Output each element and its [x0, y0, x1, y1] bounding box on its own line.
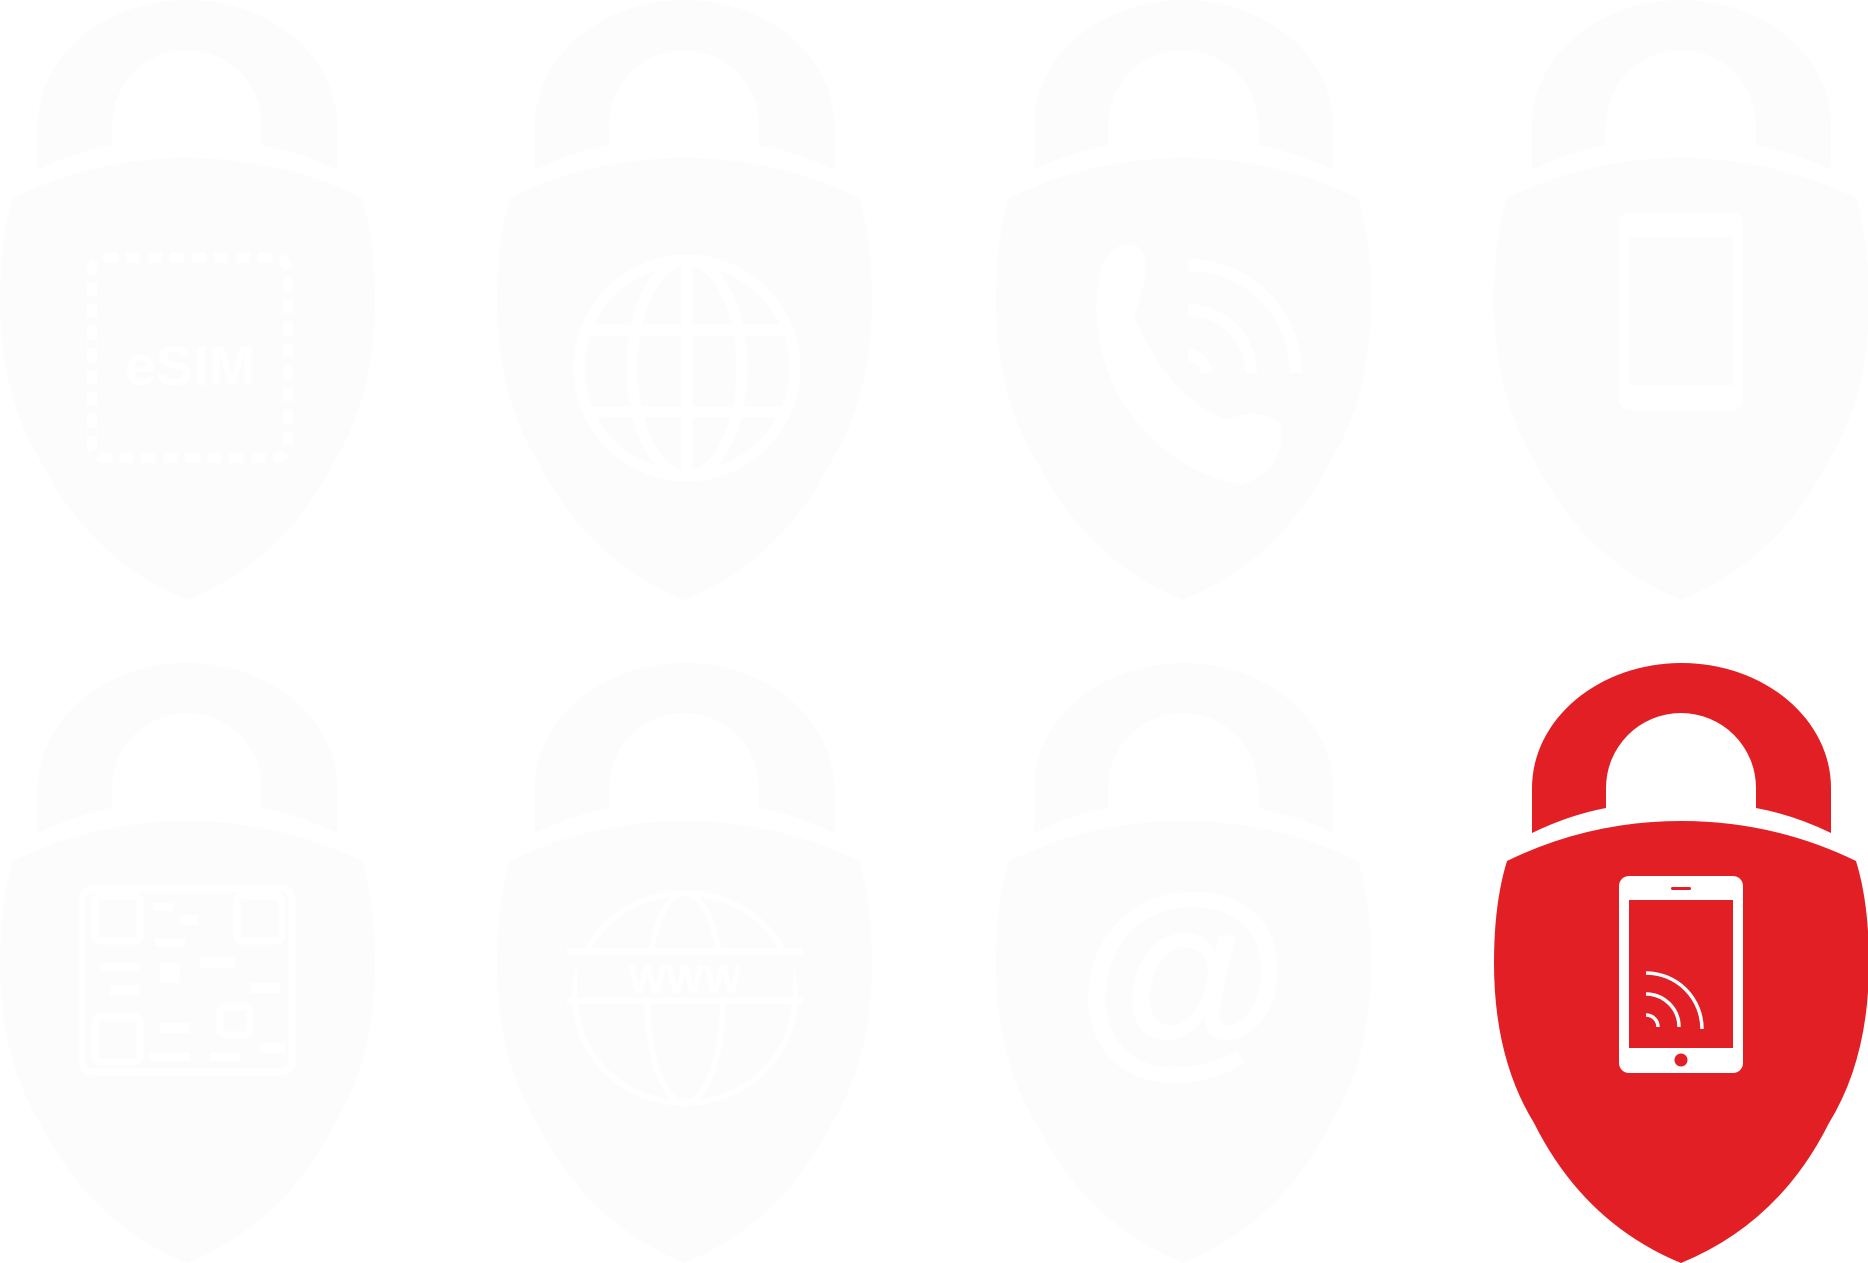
smartphone-signal-lock-icon-active[interactable]	[1494, 663, 1868, 1263]
smartphone-icon	[1619, 876, 1743, 1073]
phone-call-lock-icon	[996, 0, 1371, 600]
smartphone-signal-lock-icon	[1494, 0, 1868, 600]
globe-lock-icon	[497, 0, 872, 600]
esim-label: eSIM	[125, 334, 256, 397]
esim-lock-icon: eSIM	[0, 0, 375, 600]
www-lock-icon: WWW	[497, 663, 872, 1263]
qr-code-lock-icon	[0, 663, 375, 1263]
signal-waves-icon	[1645, 971, 1704, 1030]
www-label: WWW	[628, 958, 742, 1002]
at-label: @	[1076, 849, 1291, 1095]
email-at-lock-icon: @	[996, 663, 1371, 1263]
